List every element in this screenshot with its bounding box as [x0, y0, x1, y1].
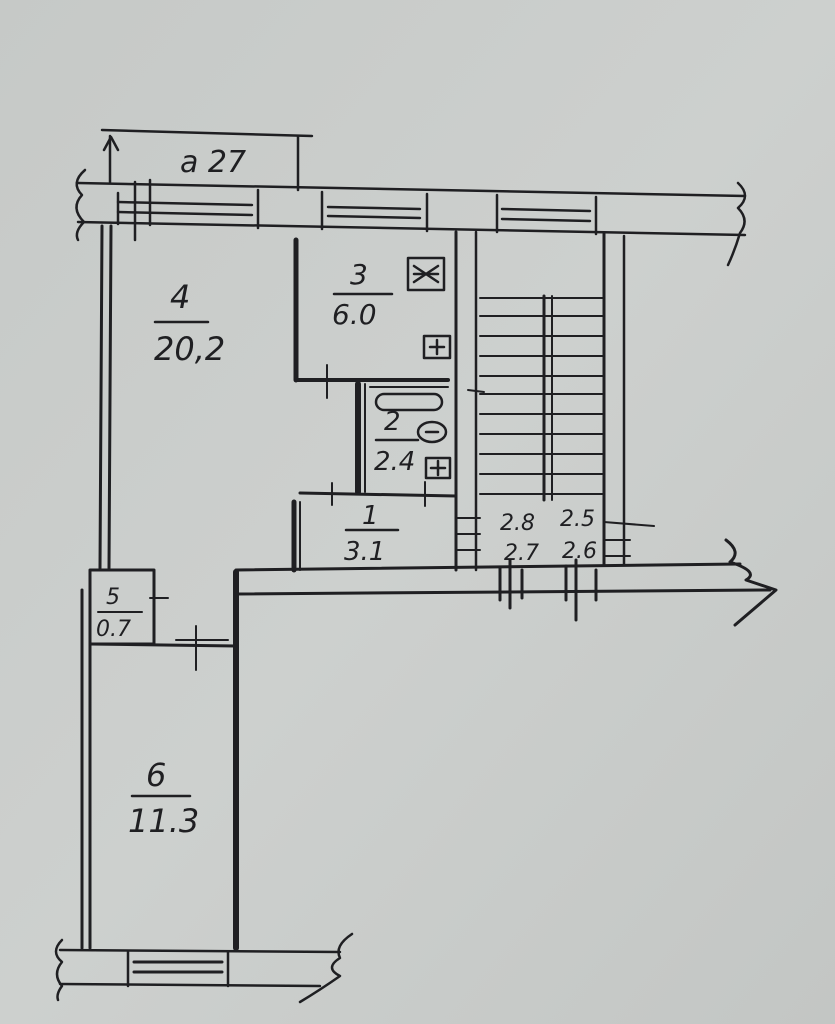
stair-height-top-right: 2.5: [560, 507, 595, 532]
room-label-5: 5 0.7: [96, 585, 143, 642]
top-exterior-wall: [75, 168, 747, 267]
stair-height-bottom-right: 2.6: [562, 539, 597, 564]
window-room-4: [116, 178, 254, 242]
room-6-area: 11.3: [128, 802, 199, 840]
stair-height-bottom-left: 2.7: [504, 541, 539, 566]
room-4-number: 4: [170, 278, 190, 316]
room-1-area: 3.1: [344, 537, 385, 567]
window-room-3: [326, 205, 422, 220]
stove-icon: [406, 256, 446, 292]
bathroom-walls: [298, 381, 458, 507]
balcony-outline: [100, 128, 314, 192]
room-5-number: 5: [106, 585, 120, 610]
window-room-6: [132, 960, 224, 974]
room-label-6: 6 11.3: [128, 756, 199, 840]
room-5-area: 0.7: [96, 617, 131, 642]
middle-exterior-wall: [234, 538, 778, 627]
room-2-area: 2.4: [374, 447, 415, 477]
room-label-1: 1 3.1: [344, 501, 400, 567]
pantry-walls: [80, 568, 238, 950]
window-stair: [500, 207, 592, 223]
balcony-label: a 27: [180, 145, 246, 180]
room-label-2: 2 2.4: [374, 407, 420, 477]
bathtub-icon: [374, 392, 444, 412]
room-4-area: 20,2: [154, 330, 225, 368]
staircase: [455, 232, 655, 567]
room-2-number: 2: [384, 407, 401, 437]
room-3-walls: [293, 230, 478, 572]
room-6-number: 6: [146, 756, 166, 794]
hallway-walls: [291, 499, 301, 573]
room-label-3: 3 6.0: [332, 258, 394, 331]
bottom-exterior-wall: [54, 932, 354, 1004]
left-wall-upper: [98, 224, 113, 570]
washbasin-icon: [416, 420, 448, 444]
room-3-area: 6.0: [332, 298, 377, 331]
toilet-icon: [424, 456, 452, 480]
room-3-number: 3: [350, 258, 368, 291]
kitchen-sink-icon: [422, 334, 452, 360]
room-label-4: 4 20,2: [153, 278, 225, 368]
room-1-number: 1: [362, 501, 379, 531]
stair-height-labels: 2.8 2.5 2.7 2.6: [500, 507, 597, 566]
stair-height-top-left: 2.8: [500, 511, 535, 536]
